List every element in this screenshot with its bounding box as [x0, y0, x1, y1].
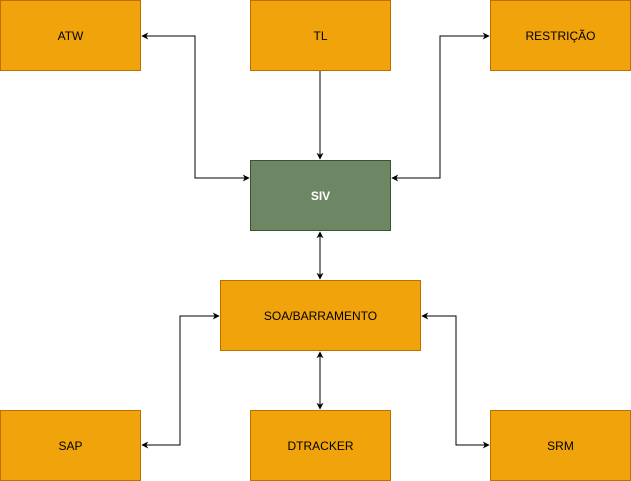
node-atw[interactable]: ATW: [0, 0, 141, 71]
edge-restricao-siv: [391, 32, 490, 182]
node-restricao[interactable]: RESTRIÇÃO: [490, 0, 631, 71]
node-soa-barramento[interactable]: SOA/BARRAMENTO: [220, 280, 421, 351]
edge-soa-srm: [421, 312, 490, 449]
node-srm-label: SRM: [547, 438, 574, 453]
edge-atw-siv: [141, 32, 250, 182]
node-soa-barramento-label: SOA/BARRAMENTO: [263, 308, 378, 323]
node-srm[interactable]: SRM: [490, 410, 631, 481]
node-tl-label: TL: [313, 28, 328, 43]
node-restricao-label: RESTRIÇÃO: [525, 28, 596, 43]
node-siv[interactable]: SIV: [250, 160, 391, 231]
node-atw-label: ATW: [57, 28, 84, 43]
node-dtracker[interactable]: DTRACKER: [250, 410, 391, 481]
node-sap-label: SAP: [58, 438, 83, 453]
node-dtracker-label: DTRACKER: [287, 438, 354, 453]
node-sap[interactable]: SAP: [0, 410, 141, 481]
edge-soa-sap: [141, 312, 220, 449]
node-siv-label: SIV: [310, 188, 331, 203]
node-tl[interactable]: TL: [250, 0, 391, 71]
